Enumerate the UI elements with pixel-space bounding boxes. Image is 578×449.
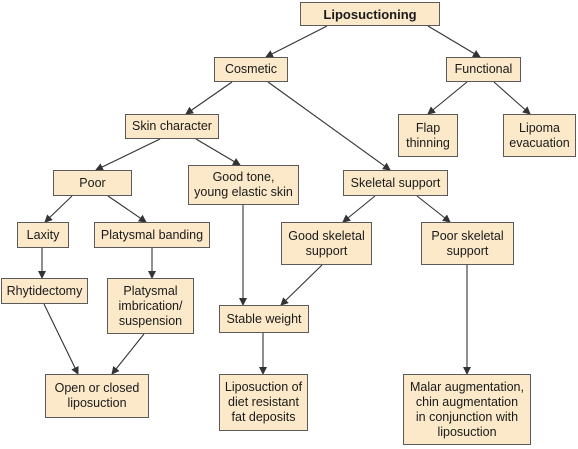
node-open-closed-liposuction-line1: Open or closed (54, 381, 140, 395)
node-platysmal-imbrication-line3: suspension (118, 313, 183, 328)
node-malar-augmentation: Malar augmentation, chin augmentation in… (403, 374, 531, 445)
arrow-functional-to-flap (427, 81, 468, 115)
node-flap-thinning: Flap thinning (398, 114, 458, 157)
node-functional-label: Functional (454, 62, 513, 76)
node-malar-augmentation-line4: liposuction (437, 424, 497, 439)
arrow-cosmetic-to-skeletal (267, 81, 391, 171)
node-lipoma-evacuation: Lipoma evacuation (503, 114, 576, 157)
node-liposuction-diet-resistant: Liposuction of diet resistant fat deposi… (219, 374, 308, 431)
node-rhytidectomy: Rhytidectomy (1, 278, 88, 304)
node-malar-augmentation-line2: chin augmentation (415, 394, 519, 409)
node-malar-augmentation-line3: in conjunction with (415, 409, 519, 424)
node-flap-thinning-line1: Flap (415, 120, 441, 135)
node-platysmal-imbrication-line2: imbrication/ (118, 298, 183, 313)
node-skin-character-label: Skin character (132, 119, 212, 133)
node-functional: Functional (446, 57, 521, 82)
node-stable-weight: Stable weight (219, 305, 309, 333)
node-cosmetic-label: Cosmetic (224, 62, 278, 76)
arrow-skin-to-poor (95, 138, 161, 171)
node-good-skeletal-support-line1: Good skeletal (288, 228, 365, 243)
node-open-closed-liposuction: Open or closed liposuction (45, 374, 149, 418)
arrow-rhytidectomy-to-openclosed (43, 303, 79, 375)
node-poor: Poor (53, 170, 132, 196)
node-liposuction-diet-resistant-line2: diet resistant (228, 395, 299, 409)
arrow-skeletal-to-poorskeletal (416, 195, 451, 223)
arrow-goodskeletal-to-stable (280, 264, 323, 306)
node-good-tone-line2: young elastic skin (194, 185, 293, 199)
node-lipoma-evacuation-line2: evacuation (509, 135, 570, 150)
arrow-root-to-cosmetic (265, 25, 328, 58)
node-cosmetic: Cosmetic (214, 57, 288, 82)
node-lipoma-evacuation-line1: Lipoma (519, 120, 560, 135)
node-liposuction-diet-resistant-line3: fat deposits (231, 410, 296, 424)
node-platysmal-banding-label: Platysmal banding (100, 227, 204, 242)
node-liposuctioning-label: Liposuctioning (323, 6, 417, 22)
node-poor-label: Poor (79, 175, 106, 190)
arrow-poor-to-laxity (44, 195, 73, 223)
node-good-skeletal-support-line2: support (305, 243, 348, 258)
node-rhytidectomy-label: Rhytidectomy (6, 283, 83, 298)
node-good-tone-line1: Good tone, (212, 170, 275, 184)
arrow-skin-to-goodtone (195, 138, 241, 166)
node-poor-skeletal-support: Poor skeletal support (421, 222, 514, 265)
node-skin-character: Skin character (125, 114, 219, 139)
node-open-closed-liposuction-line2: liposuction (67, 396, 127, 410)
arrow-cosmetic-to-skin (185, 81, 233, 115)
node-laxity-label: Laxity (26, 227, 60, 242)
node-skeletal-support: Skeletal support (343, 170, 448, 196)
node-stable-weight-label: Stable weight (226, 311, 302, 326)
arrow-root-to-functional (427, 25, 481, 58)
node-poor-skeletal-support-line1: Poor skeletal (431, 228, 504, 243)
node-good-tone: Good tone, young elastic skin (188, 165, 299, 205)
node-platysmal-imbrication-line1: Platysmal (123, 283, 178, 298)
arrow-imbrication-to-openclosed (111, 333, 145, 375)
node-flap-thinning-line2: thinning (406, 135, 450, 150)
arrow-skeletal-to-goodskeletal (342, 195, 376, 223)
node-malar-augmentation-line1: Malar augmentation, (410, 379, 524, 394)
node-liposuctioning: Liposuctioning (300, 2, 440, 26)
node-skeletal-support-label: Skeletal support (350, 175, 441, 190)
node-good-skeletal-support: Good skeletal support (281, 222, 372, 265)
node-laxity: Laxity (17, 222, 69, 248)
node-poor-skeletal-support-line2: support (446, 243, 489, 258)
node-platysmal-imbrication: Platysmal imbrication/ suspension (107, 278, 194, 334)
arrow-functional-to-lipoma (493, 81, 531, 115)
arrow-poor-to-banding (107, 195, 147, 223)
node-liposuction-diet-resistant-line1: Liposuction of (224, 380, 303, 394)
node-platysmal-banding: Platysmal banding (94, 222, 210, 248)
